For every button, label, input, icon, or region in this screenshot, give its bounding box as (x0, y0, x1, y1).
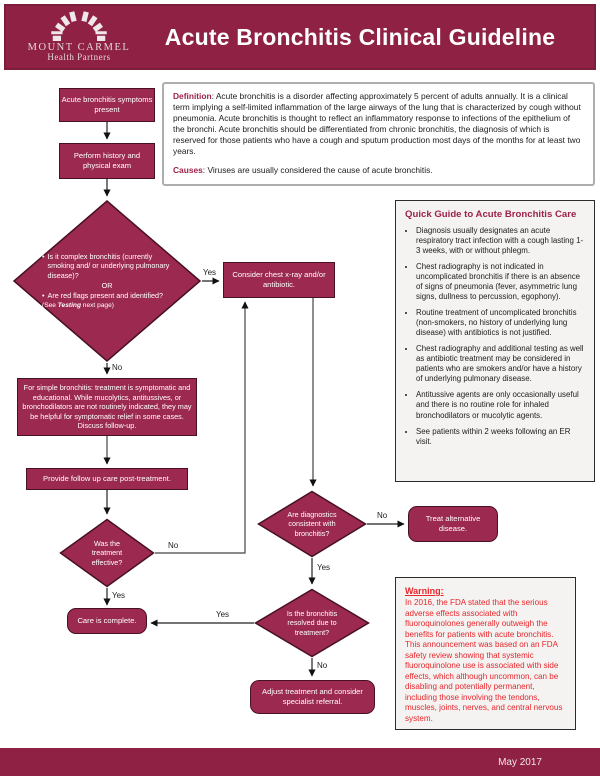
quick-guide-item: Chest radiography and additional testing… (416, 344, 585, 384)
decision-complex-q1-text: Is it complex bronchitis (currently smok… (47, 251, 170, 280)
page-title: Acute Bronchitis Clinical Guideline (164, 23, 556, 50)
decision-complex-note: (See Testing next page) (42, 302, 172, 311)
bullet-dot: • (42, 251, 45, 261)
bullet-dot: • (42, 291, 45, 301)
node-followup-care: Provide follow up care post-treatment. (26, 468, 188, 490)
decision-complex-q1: •Is it complex bronchitis (currently smo… (42, 252, 172, 280)
causes-text: : Viruses are usually considered the cau… (202, 164, 433, 175)
node-followup-care-label: Provide follow up care post-treatment. (43, 474, 171, 484)
quick-guide-title: Quick Guide to Acute Bronchitis Care (405, 209, 577, 220)
decision-treatment-effective-label: Was the treatment effective? (91, 538, 123, 567)
node-symptoms: Acute bronchitis symptoms present (59, 88, 155, 122)
diamond-shape (59, 518, 155, 588)
node-history-exam-label: Perform history and physical exam (73, 151, 141, 170)
node-simple-bronchitis-label: For simple bronchitis: treatment is symp… (22, 383, 192, 431)
mount-carmel-logo: MOUNT CARMEL Health Partners (14, 11, 144, 62)
node-adjust-treatment: Adjust treatment and consider specialist… (250, 680, 375, 714)
decision-complex-bronchitis: •Is it complex bronchitis (currently smo… (12, 199, 202, 363)
edge-label-yes: Yes (112, 591, 126, 600)
edge-label-no: No (168, 541, 179, 550)
decision-complex-or: OR (101, 280, 113, 290)
edge-label-no: No (112, 363, 123, 372)
diamond-shape (254, 588, 370, 658)
node-simple-bronchitis: For simple bronchitis: treatment is symp… (17, 378, 197, 436)
definition-paragraph: Definition: Acute bronchitis is a disord… (173, 91, 584, 158)
decision-diagnostics-label: Are diagnostics consistent with bronchit… (287, 509, 337, 538)
warning-text: In 2016, the FDA stated that the serious… (405, 598, 563, 723)
logo-text-primary: MOUNT CARMEL (27, 42, 131, 54)
note-pre: (See (42, 301, 58, 309)
edge-label-no: No (377, 511, 388, 520)
decision-resolved-label: Is the bronchitis resolved due to treatm… (286, 608, 338, 637)
decision-diagnostics-consistent: Are diagnostics consistent with bronchit… (257, 490, 367, 558)
node-chest-xray: Consider chest x-ray and/or antibiotic. (223, 262, 335, 298)
quick-guide-item: See patients within 2 weeks following an… (416, 427, 585, 447)
diamond-shape (12, 200, 202, 362)
arch-logo-icon (51, 11, 107, 42)
node-treat-alternative-label: Treat alternative disease. (425, 514, 481, 533)
warning-title: Warning: (405, 586, 444, 596)
edge-label-yes: Yes (317, 563, 331, 572)
edge-label-no: No (317, 661, 328, 670)
quick-guide-list: Diagnosis usually designates an acute re… (405, 226, 585, 447)
note-post: next page) (80, 301, 114, 309)
edge-label-yes: Yes (216, 610, 230, 619)
node-chest-xray-label: Consider chest x-ray and/or antibiotic. (232, 270, 326, 289)
node-history-exam: Perform history and physical exam (59, 143, 155, 179)
note-testing: Testing (57, 301, 81, 309)
definition-text: : Acute bronchitis is a disorder affecti… (173, 91, 581, 157)
causes-paragraph: Causes: Viruses are usually considered t… (173, 165, 584, 176)
quick-guide-item: Chest radiography is not indicated in un… (416, 262, 585, 302)
node-treat-alternative: Treat alternative disease. (408, 506, 498, 542)
causes-label: Causes (173, 164, 203, 175)
header-bar: MOUNT CARMEL Health Partners Acute Bronc… (4, 4, 596, 70)
quick-guide-item: Diagnosis usually designates an acute re… (416, 226, 585, 256)
node-symptoms-label: Acute bronchitis symptoms present (61, 95, 153, 114)
decision-complex-q2: •Are red flags present and identified? (42, 291, 172, 300)
quick-guide-item: Routine treatment of uncomplicated bronc… (416, 308, 585, 338)
footer-bar: May 2017 (0, 748, 600, 776)
decision-bronchitis-resolved: Is the bronchitis resolved due to treatm… (254, 588, 370, 658)
node-care-complete: Care is complete. (67, 608, 147, 634)
footer-date: May 2017 (498, 756, 542, 768)
logo-text-secondary: Health Partners (47, 52, 111, 63)
quick-guide-panel: Quick Guide to Acute Bronchitis Care Dia… (395, 200, 595, 482)
decision-complex-content: •Is it complex bronchitis (currently smo… (24, 252, 190, 310)
edge-label-yes: Yes (203, 268, 217, 277)
decision-complex-q2-text: Are red flags present and identified? (47, 291, 164, 301)
definition-label: Definition (173, 91, 212, 101)
definition-panel: Definition: Acute bronchitis is a disord… (162, 82, 595, 186)
quick-guide-item: Antitussive agents are only occasionally… (416, 390, 585, 420)
decision-treatment-effective: Was the treatment effective? (59, 518, 155, 588)
node-adjust-treatment-label: Adjust treatment and consider specialist… (262, 687, 363, 706)
diamond-shape (257, 490, 367, 558)
warning-panel: Warning: In 2016, the FDA stated that th… (395, 577, 576, 730)
node-care-complete-label: Care is complete. (77, 616, 137, 626)
